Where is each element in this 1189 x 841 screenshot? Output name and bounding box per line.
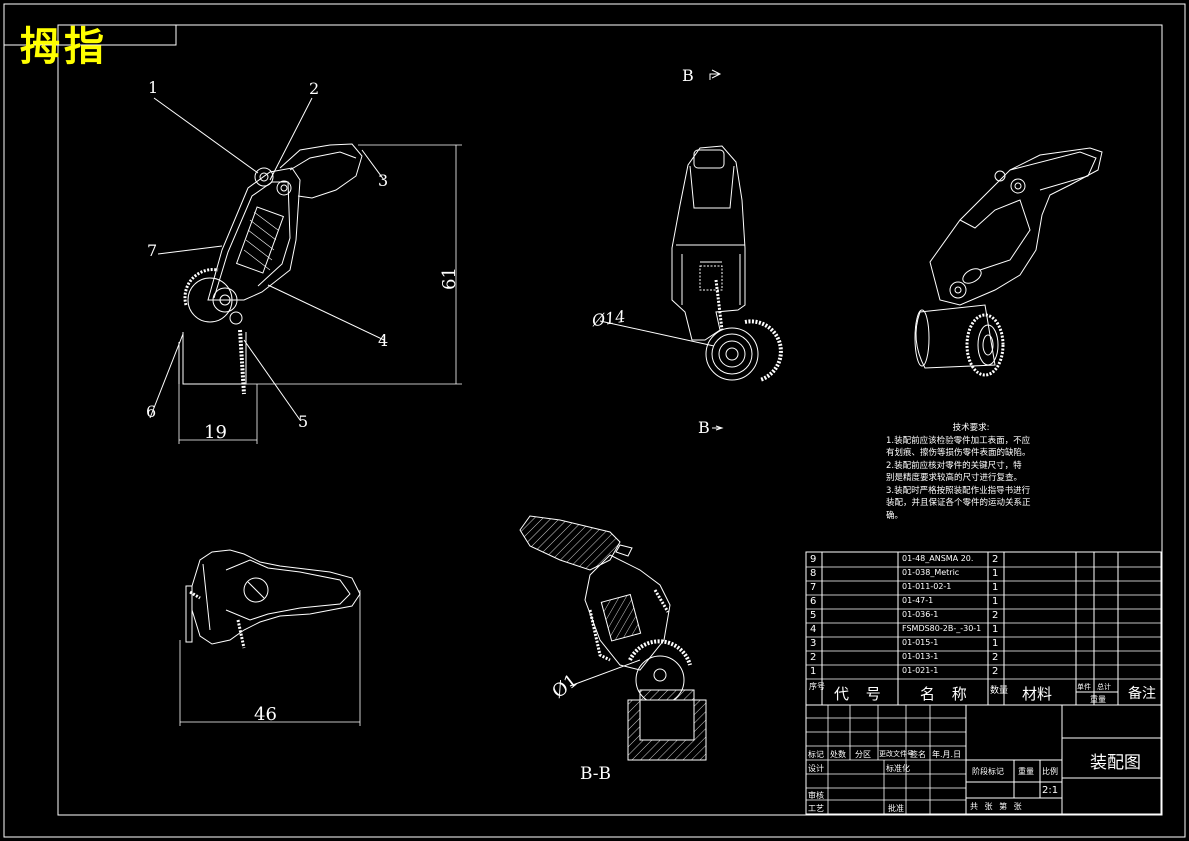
bom-row-qty: 1 (992, 624, 999, 635)
stage-mark-label: 阶段标记 (972, 767, 1004, 776)
side-view (599, 69, 783, 431)
bom-row-no: 4 (810, 624, 817, 635)
rev-header-count: 处数 (830, 750, 846, 759)
bom-header-code: 代 号 (834, 685, 887, 703)
section-mark-b-top: B (682, 66, 694, 85)
bom-row-code: 01-038_Metric (902, 568, 960, 577)
bom-row-qty: 2 (992, 610, 999, 621)
drawing-title: 拇指 (20, 24, 108, 70)
bom-row-qty: 1 (992, 568, 999, 579)
rev-header-zone: 分区 (855, 750, 871, 759)
isometric-view (914, 147, 1103, 377)
bom-row-no: 5 (810, 610, 817, 621)
bom-table (805, 551, 1162, 815)
bom-row-code: 01-013-1 (902, 652, 939, 661)
bom-row-code: 01-47-1 (902, 596, 934, 605)
tech-line: 1.装配前应该检验零件加工表面，不应 (886, 435, 1031, 446)
dim-height: 61 (438, 267, 460, 290)
section-view-label: B-B (580, 764, 612, 784)
balloon-1: 1 (148, 78, 159, 97)
bom-header-weight: 重量 (1090, 695, 1106, 704)
balloon-2: 2 (309, 79, 320, 98)
bom-row-qty: 2 (992, 554, 999, 565)
bom-header-unit: 单件 (1077, 683, 1091, 691)
bom-header-remark: 备注 (1128, 686, 1156, 702)
sheets-label: 共 张 第 张 (970, 802, 1024, 811)
bom-row-qty: 1 (992, 638, 999, 649)
tech-line: 确。 (886, 510, 904, 521)
balloon-6: 6 (146, 402, 157, 421)
section-mark-b-bottom: B (698, 418, 710, 437)
bom-header-total: 总计 (1097, 683, 1111, 691)
front-view (149, 97, 462, 444)
bom-row-no: 2 (810, 652, 817, 663)
top-view (179, 549, 361, 726)
bom-row-no: 3 (810, 638, 817, 649)
balloon-7: 7 (147, 241, 158, 260)
dim-width-front: 19 (204, 422, 227, 443)
bom-header-no: 序号 (809, 682, 825, 691)
bom-row-qty: 2 (992, 652, 999, 663)
standardize-label: 标准化 (886, 764, 910, 773)
bom-row-code: 01-011-02-1 (902, 582, 952, 591)
section-view-bb (519, 515, 707, 761)
bom-row-code: 01-48_ANSMA 20. (902, 554, 974, 563)
bom-row-no: 8 (810, 568, 817, 579)
bom-row-code: 01-015-1 (902, 638, 939, 647)
bom-header-qty: 数量 (990, 686, 1009, 696)
drawing-name: 装配图 (1090, 753, 1141, 773)
process-label: 工艺 (808, 804, 824, 813)
tech-line: 2.装配前应核对零件的关键尺寸，特 (886, 460, 1022, 471)
bom-row-no: 6 (810, 596, 817, 607)
rev-header-sign: 签名 (910, 750, 926, 759)
tech-line: 别是精度要求较高的尺寸进行复查。 (886, 473, 1023, 483)
balloon-3: 3 (378, 171, 389, 190)
bom-row-no: 9 (810, 554, 817, 565)
approve-label: 批准 (888, 804, 904, 813)
bom-row-code: FSMDS80-2B-_-30-1 (902, 624, 982, 633)
balloon-5: 5 (298, 412, 309, 431)
bom-row-qty: 1 (992, 596, 999, 607)
tech-heading: 技术要求: (952, 423, 990, 433)
design-label: 设计 (808, 764, 824, 773)
bom-header-name: 名 称 (920, 685, 973, 703)
tech-line: 装配，并且保证各个零件的运动关系正 (886, 498, 1031, 508)
bom-row-code: 01-036-1 (902, 610, 939, 619)
check-label: 审核 (808, 791, 824, 800)
tech-line: 有划痕、擦伤等损伤零件表面的缺陷。 (886, 448, 1031, 458)
bom-row-no: 1 (810, 666, 817, 677)
scale-value: 2:1 (1042, 785, 1059, 796)
bom-row-qty: 1 (992, 582, 999, 593)
weight-label: 重量 (1018, 767, 1034, 776)
scale-label: 比例 (1042, 767, 1058, 776)
tech-requirements: 技术要求: 1.装配前应该检验零件加工表面，不应 有划痕、擦伤等损伤零件表面的缺… (886, 422, 1076, 522)
bom-header-material: 材料 (1022, 685, 1053, 703)
rev-header-docno: 更改文件号 (879, 750, 914, 758)
bom-row-no: 7 (810, 582, 817, 593)
rev-header-mark: 标记 (808, 750, 824, 759)
dim-width-bottom: 46 (254, 704, 277, 725)
tech-line: 3.装配时严格按照装配作业指导书进行 (886, 485, 1031, 496)
balloon-4: 4 (378, 331, 389, 350)
bom-row-qty: 2 (992, 666, 999, 677)
bom-row-code: 01-021-1 (902, 666, 939, 675)
rev-header-date: 年.月.日 (932, 750, 962, 759)
